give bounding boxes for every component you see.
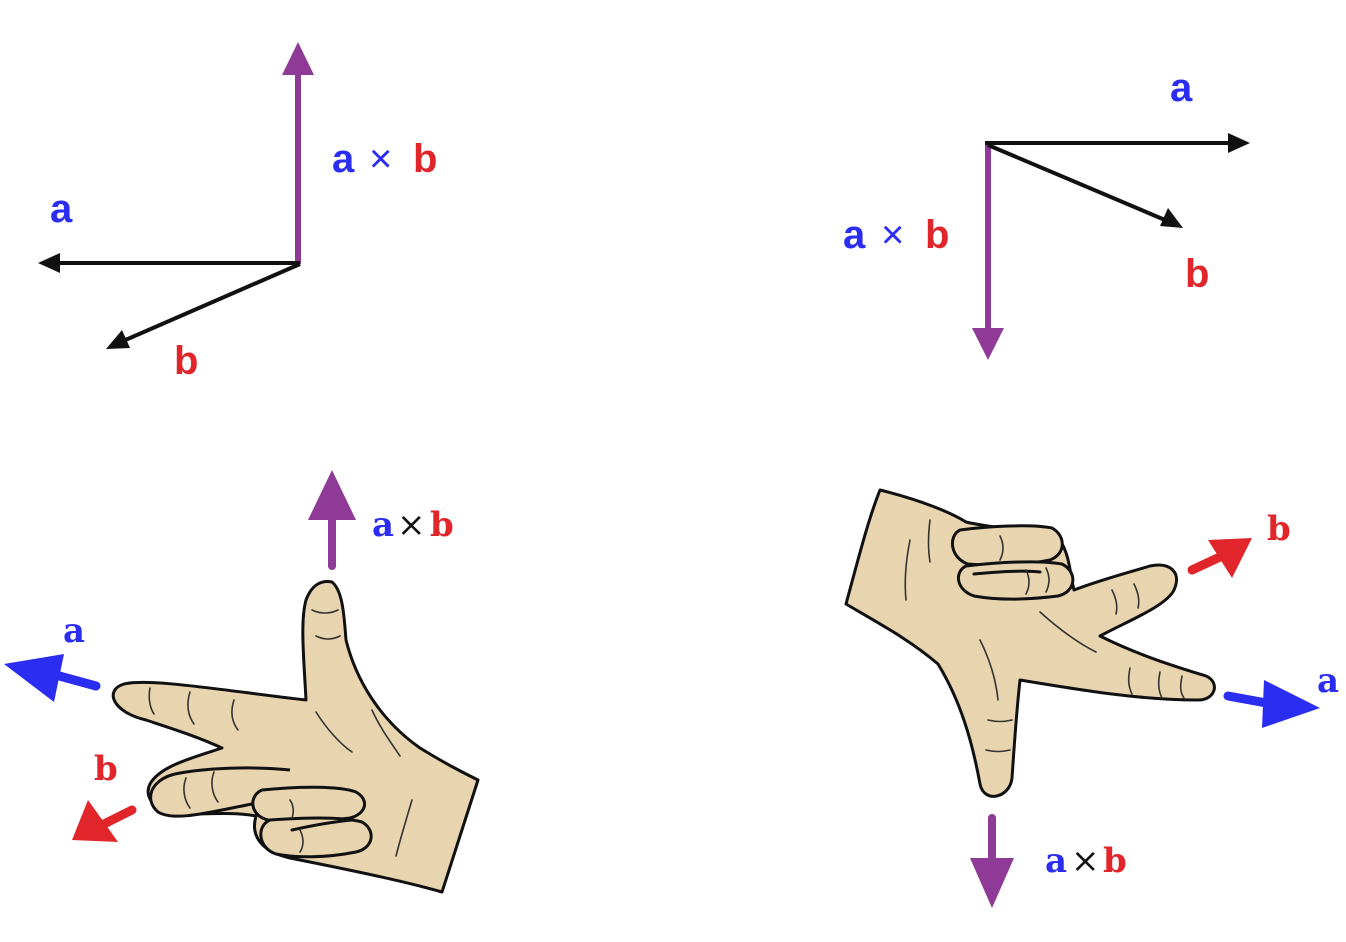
hand-label-cross-b-left: b — [430, 505, 454, 545]
hand-label-b-left: b — [94, 749, 118, 789]
hand-label-b-right: b — [1267, 509, 1291, 549]
hand-cross-arrow-right — [970, 814, 1014, 908]
label-a-topleft: a — [50, 187, 73, 231]
label-cross-a-topright: a — [843, 213, 866, 257]
vector-b-left — [106, 262, 301, 349]
label-cross-topleft: a × b — [332, 137, 437, 181]
label-cross-times-topleft: × — [369, 137, 392, 181]
hand-rule-left: a b a × b — [4, 470, 480, 894]
vector-a-left — [38, 253, 300, 273]
hand-cross-arrow-left — [308, 470, 356, 570]
hand-label-cross-times-right: × — [1071, 841, 1100, 881]
hand-label-cross-left: a × b — [372, 505, 454, 545]
label-cross-topright: a × b — [843, 213, 949, 257]
label-cross-b-topleft: b — [413, 137, 437, 181]
hand-a-arrow-left — [4, 654, 101, 702]
hand-label-cross-a-left: a — [372, 505, 394, 545]
vector-diagram-right: a b a × b — [843, 66, 1250, 360]
cross-product-vector-left — [282, 42, 314, 264]
hand-label-cross-b-right: b — [1103, 841, 1127, 881]
hand-label-cross-times-left: × — [397, 505, 426, 545]
vector-b-right — [987, 143, 1183, 228]
cross-product-vector-right — [972, 143, 1004, 360]
hand-b-arrow-left — [72, 800, 137, 842]
vector-a-right — [985, 133, 1250, 153]
label-cross-times-topright: × — [881, 213, 904, 257]
hand-label-a-left: a — [63, 611, 85, 651]
right-hand-icon — [111, 580, 480, 894]
hand-b-arrow-right — [1187, 538, 1252, 578]
hand-label-a-right: a — [1317, 661, 1339, 701]
hand-label-cross-a-right: a — [1045, 841, 1067, 881]
label-b-topright: b — [1185, 252, 1209, 296]
label-b-topleft: b — [174, 339, 198, 383]
left-hand-icon — [844, 488, 1216, 798]
hand-a-arrow-right — [1223, 680, 1320, 728]
vector-diagram-left: a b a × b — [38, 42, 437, 383]
label-a-topright: a — [1170, 66, 1193, 110]
label-cross-a-topleft: a — [332, 137, 355, 181]
hand-rule-right: b a a × b — [844, 488, 1339, 908]
hand-label-cross-right: a × b — [1045, 841, 1127, 881]
label-cross-b-topright: b — [925, 213, 949, 257]
